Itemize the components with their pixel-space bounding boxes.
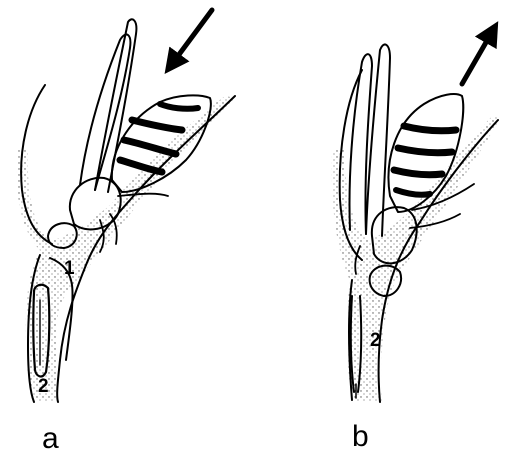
arrow-up-right-icon xyxy=(462,32,492,84)
panel-label-b: b xyxy=(352,420,369,454)
marker-b-2: 2 xyxy=(370,330,381,351)
bee-abdomen-a xyxy=(112,95,211,192)
panel-label-a: a xyxy=(42,422,59,456)
marker-a-1: 1 xyxy=(64,258,75,279)
panel-b: 2 xyxy=(332,32,500,402)
panel-a: 1 2 xyxy=(17,10,235,402)
arrow-down-left-icon xyxy=(172,10,212,64)
marker-a-2: 2 xyxy=(38,376,49,397)
wing-right-b xyxy=(366,44,390,236)
wing-left-b xyxy=(350,54,373,234)
